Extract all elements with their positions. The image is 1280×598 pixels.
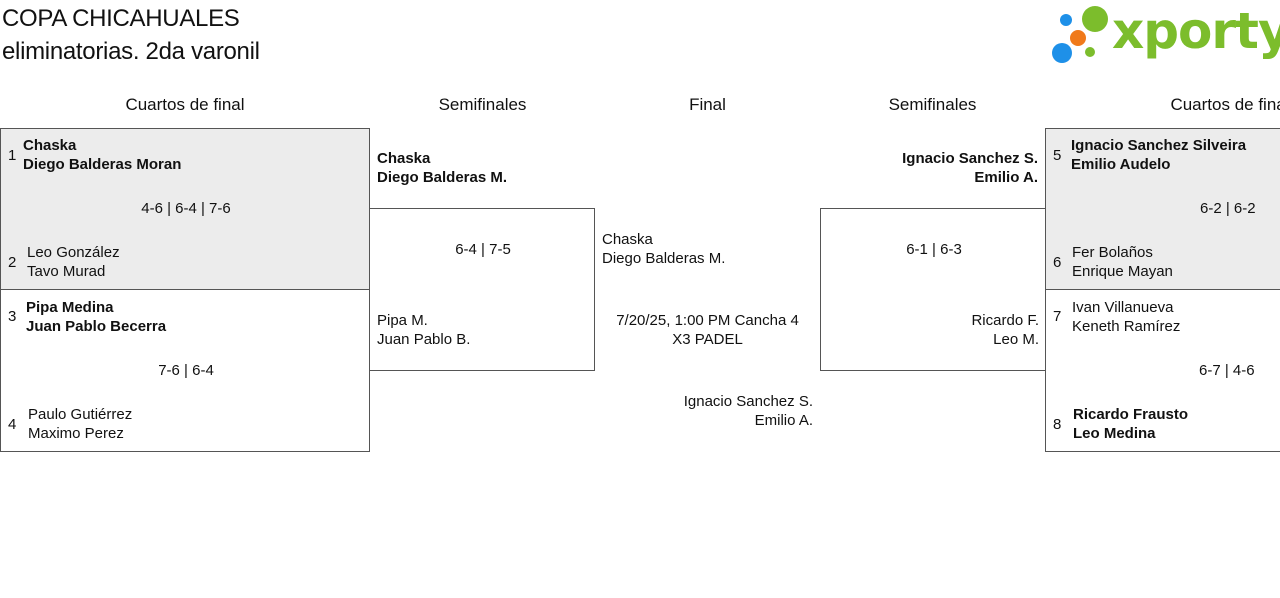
match-score: 6-7 | 4-6 [1199,362,1255,379]
semi-left-team-bottom: Pipa M. Juan Pablo B. [377,311,470,349]
player-name: Ignacio Sanchez Silveira [1071,137,1247,154]
player-name: Pipa M. [377,312,428,329]
seed-number: 1 [8,147,17,164]
seed-number: 4 [8,416,17,433]
final-date-court: 7/20/25, 1:00 PM Cancha 4 [616,312,799,329]
player-name: Ricardo F. [971,312,1039,329]
column-header-left-quarters: Cuartos de final [125,95,245,114]
player-name: Chaska [602,231,653,248]
team-top: Pipa Medina Juan Pablo Becerra [26,298,166,336]
player-name: Tavo Murad [27,263,106,280]
team-bottom: Paulo Gutiérrez Maximo Perez [28,405,132,443]
seed-number: 3 [8,308,17,325]
match-qf-4[interactable]: 7 Ivan Villanueva Keneth Ramírez 6-7 | 4… [1045,289,1280,452]
semi-right-team-bottom: Ricardo F. Leo M. [821,311,1039,349]
player-name: Leo M. [993,331,1039,348]
player-name: Chaska [377,150,431,167]
player-name: Pipa Medina [26,299,114,316]
player-name: Fer Bolaños [1072,244,1153,261]
player-name: Emilio A. [974,169,1038,186]
player-name: Juan Pablo B. [377,331,471,348]
match-score: 7-6 | 6-4 [158,362,214,379]
xporty-logo: xporty [1052,2,1280,66]
player-name: Leo Medina [1073,425,1156,442]
player-name: Emilio A. [754,412,813,429]
match-score: 6-1 | 6-3 [906,241,962,258]
match-qf-1[interactable]: 1 Chaska Diego Balderas Moran 4-6 | 6-4 … [0,128,370,290]
match-score: 6-2 | 6-2 [1200,200,1256,217]
semi-right-team-top: Ignacio Sanchez S. Emilio A. [820,149,1038,187]
seed-number: 8 [1053,416,1062,433]
team-bottom: Leo González Tavo Murad [27,243,120,281]
team-top: Ivan Villanueva Keneth Ramírez [1072,298,1180,336]
seed-number: 7 [1053,308,1062,325]
final-schedule: 7/20/25, 1:00 PM Cancha 4 X3 PADEL [595,311,820,349]
final-team-bottom: Ignacio Sanchez S. Emilio A. [595,392,813,430]
match-score: 6-4 | 7-5 [455,241,511,258]
match-qf-2[interactable]: 3 Pipa Medina Juan Pablo Becerra 7-6 | 6… [0,289,370,452]
player-name: Ignacio Sanchez S. [683,393,813,410]
column-header-right-quarters: Cuartos de final [1170,95,1280,114]
seed-number: 5 [1053,147,1062,164]
logo-dots-icon [1052,6,1108,63]
player-name: Diego Balderas Moran [23,156,182,173]
seed-number: 2 [8,254,17,271]
player-name: Emilio Audelo [1071,156,1171,173]
player-name: Maximo Perez [28,425,124,442]
semi-left-team-top: Chaska Diego Balderas M. [377,149,507,187]
player-name: Keneth Ramírez [1072,318,1181,335]
match-qf-3[interactable]: 5 Ignacio Sanchez Silveira Emilio Audelo… [1045,128,1280,290]
player-name: Chaska [23,137,77,154]
seed-number: 6 [1053,254,1062,271]
player-name: Diego Balderas M. [377,169,508,186]
page-subtitle: eliminatorias. 2da varonil [2,38,260,65]
final-team-top: Chaska Diego Balderas M. [602,230,725,268]
team-bottom: Ricardo Frausto Leo Medina [1073,405,1188,443]
player-name: Enrique Mayan [1072,263,1173,280]
player-name: Leo González [27,244,120,261]
player-name: Diego Balderas M. [602,250,726,267]
column-header-final: Final [689,95,726,114]
column-header-right-semis: Semifinales [888,95,977,114]
team-bottom: Fer Bolaños Enrique Mayan [1072,243,1173,281]
match-semi-left[interactable]: 6-4 | 7-5 Pipa M. Juan Pablo B. [369,208,595,371]
column-header-left-semis: Semifinales [438,95,527,114]
player-name: Ivan Villanueva [1072,299,1174,316]
player-name: Paulo Gutiérrez [28,406,133,423]
logo-text: xporty [1112,2,1280,60]
title-block: COPA CHICAHUALES eliminatorias. 2da varo… [2,2,260,68]
player-name: Juan Pablo Becerra [26,318,167,335]
match-score: 4-6 | 6-4 | 7-6 [141,200,231,217]
final-venue: X3 PADEL [672,331,743,348]
player-name: Ricardo Frausto [1073,406,1189,423]
team-top: Chaska Diego Balderas Moran [23,136,181,174]
team-top: Ignacio Sanchez Silveira Emilio Audelo [1071,136,1246,174]
page-title: COPA CHICAHUALES [2,5,240,32]
match-semi-right[interactable]: 6-1 | 6-3 Ricardo F. Leo M. [820,208,1046,371]
player-name: Ignacio Sanchez S. [902,150,1038,167]
